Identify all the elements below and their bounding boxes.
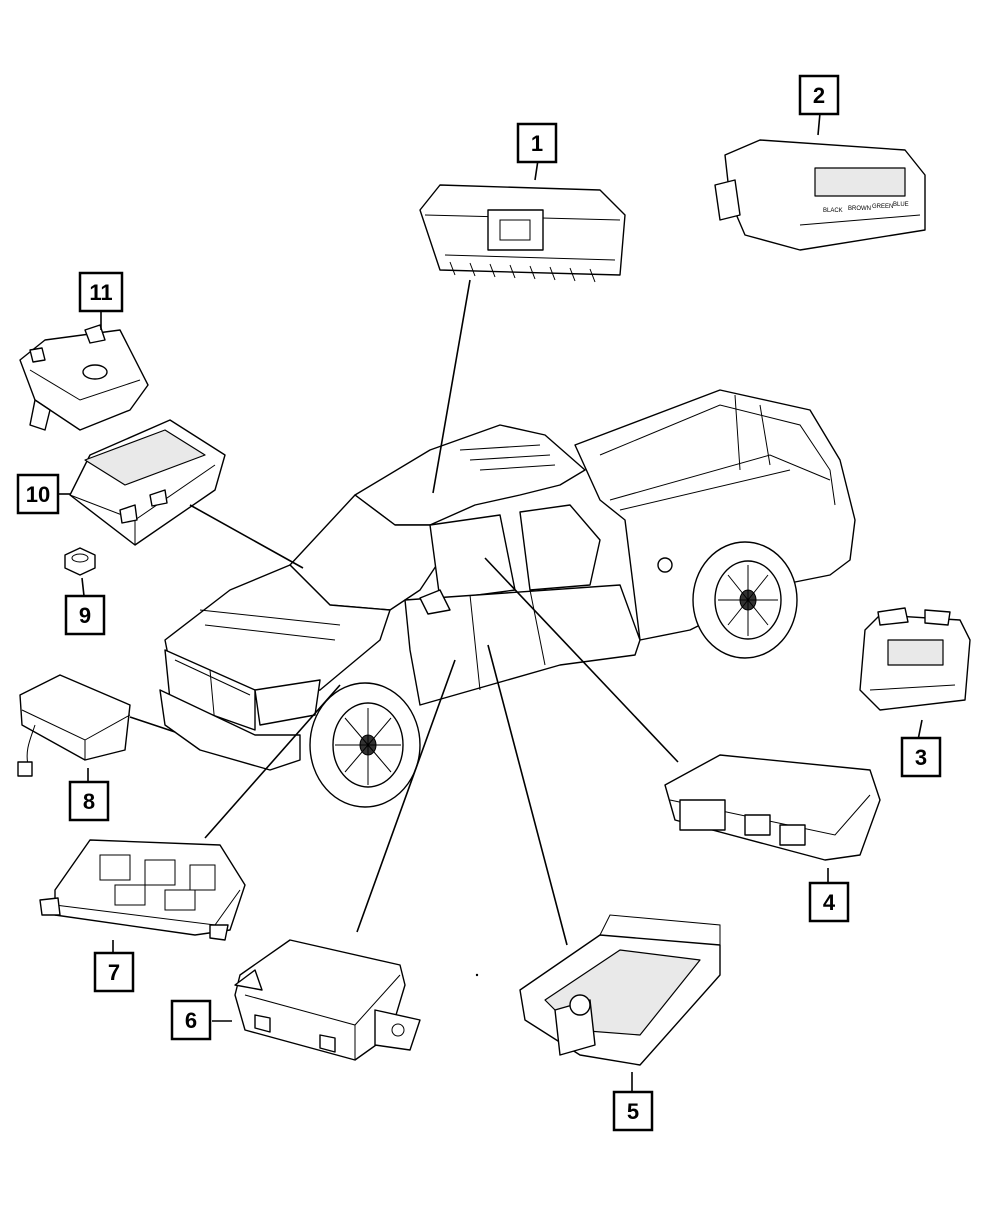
front-wheel-icon xyxy=(309,682,421,808)
rear-wheel-icon xyxy=(692,541,798,659)
callout-label: 7 xyxy=(108,960,120,985)
part-1-module xyxy=(419,184,626,283)
callout-label: 8 xyxy=(83,789,95,814)
connector-label-brown: BROWN xyxy=(848,206,871,212)
part-10-module xyxy=(69,419,226,546)
callout-label: 9 xyxy=(79,603,91,628)
pickup-truck-illustration xyxy=(159,389,856,808)
leader-6-to-truck xyxy=(356,659,456,933)
leader-1-top xyxy=(534,159,539,181)
callout-label: 10 xyxy=(26,482,50,507)
leader-lines xyxy=(55,112,923,1092)
leader-5-to-truck xyxy=(487,644,568,946)
callout-label: 1 xyxy=(531,131,543,156)
part-6-module xyxy=(234,939,421,1061)
leader-10-to-truck xyxy=(189,504,304,569)
callout-10: 10 xyxy=(16,473,60,515)
callout-5: 5 xyxy=(612,1090,654,1132)
stray-dot xyxy=(475,973,479,977)
callout-2: 2 xyxy=(798,74,840,116)
callout-label: 6 xyxy=(185,1008,197,1033)
callout-4: 4 xyxy=(808,881,850,923)
leader-9 xyxy=(81,577,85,597)
connector-label-green: GREEN xyxy=(872,204,893,210)
leader-4-to-truck xyxy=(484,557,679,763)
callout-label: 3 xyxy=(915,745,927,770)
callout-label: 5 xyxy=(627,1099,639,1124)
leader-8-to-truck xyxy=(129,716,176,733)
part-9-nut xyxy=(64,547,96,576)
callout-label: 2 xyxy=(813,83,825,108)
connector-label-blue: BLUE xyxy=(893,202,909,208)
callout-1: 1 xyxy=(516,122,558,164)
part-3-module xyxy=(859,607,971,711)
connector-label-black: BLACK xyxy=(823,208,843,214)
callout-label: 11 xyxy=(89,280,112,305)
leader-7-to-truck xyxy=(204,684,341,839)
part-8-module xyxy=(17,674,131,777)
part-5-module xyxy=(519,914,721,1066)
callout-6: 6 xyxy=(170,999,212,1041)
leader-3 xyxy=(917,719,923,741)
part-7-module xyxy=(39,839,246,941)
part-2-module: BLACK BROWN GREEN BLUE xyxy=(714,139,926,251)
part-4-module xyxy=(664,754,881,861)
callout-7: 7 xyxy=(93,951,135,993)
part-11-cover xyxy=(19,324,149,431)
callout-label: 4 xyxy=(823,890,836,915)
leader-2 xyxy=(817,112,821,136)
callout-3: 3 xyxy=(900,736,942,778)
callout-8: 8 xyxy=(68,780,110,822)
callout-9: 9 xyxy=(64,594,106,636)
leader-1-to-truck xyxy=(432,279,471,494)
callout-11: 11 xyxy=(78,271,124,313)
